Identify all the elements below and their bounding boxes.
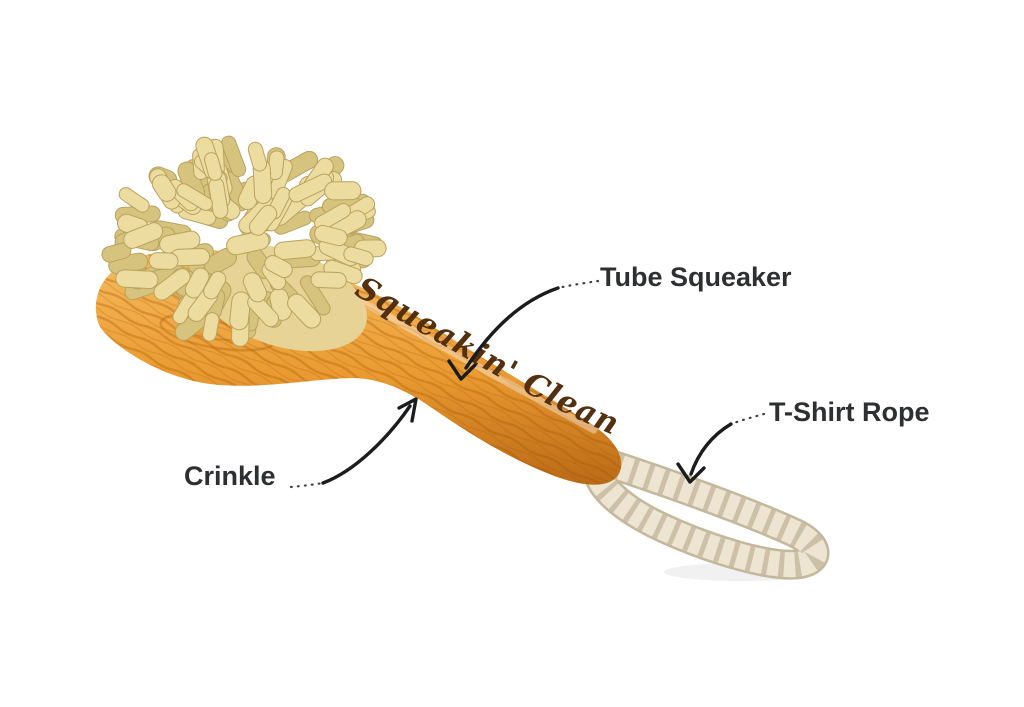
- rope-loop: [599, 461, 815, 565]
- bristle-noodle: [118, 187, 150, 213]
- bristle-head: [101, 135, 387, 347]
- label-t-shirt-rope: T-Shirt Rope: [769, 397, 930, 427]
- bristle-noodle: [242, 272, 267, 303]
- bristle-noodle: [151, 174, 177, 202]
- bristle-noodle: [176, 183, 213, 211]
- annotation-arrows: [289, 279, 766, 489]
- bristle-noodle: [226, 230, 270, 256]
- bristle-noodle: [314, 224, 348, 247]
- bristle-noodle: [310, 271, 347, 289]
- t-shirt-rope-arrow: [676, 412, 766, 484]
- bristle-noodle: [287, 293, 322, 329]
- bristle-noodle: [288, 173, 333, 203]
- bristle-noodle: [203, 271, 227, 300]
- bristle-noodle: [229, 291, 251, 331]
- bristle-noodle: [115, 269, 159, 290]
- crinkle-arrow: [289, 397, 418, 489]
- label-tube-squeaker: Tube Squeaker: [600, 262, 792, 292]
- bristle-noodle: [343, 246, 374, 267]
- bristle-noodle: [123, 222, 164, 249]
- bristle-noodle: [203, 152, 223, 181]
- bristle-noodle: [202, 312, 220, 342]
- bristle-noodle: [314, 203, 351, 231]
- bristle-noodle: [264, 255, 293, 279]
- bristle-noodle: [248, 204, 278, 236]
- bristle-noodle: [299, 275, 331, 316]
- bristle-noodle: [273, 239, 317, 261]
- bristle-noodle: [221, 135, 247, 177]
- bristle-noodle: [148, 252, 179, 270]
- label-crinkle: Crinkle: [184, 461, 276, 491]
- bristle-noodle: [153, 268, 191, 301]
- bristle-noodle: [247, 141, 268, 172]
- tube-squeaker-arrow: [447, 279, 600, 381]
- bristle-noodle: [324, 181, 362, 201]
